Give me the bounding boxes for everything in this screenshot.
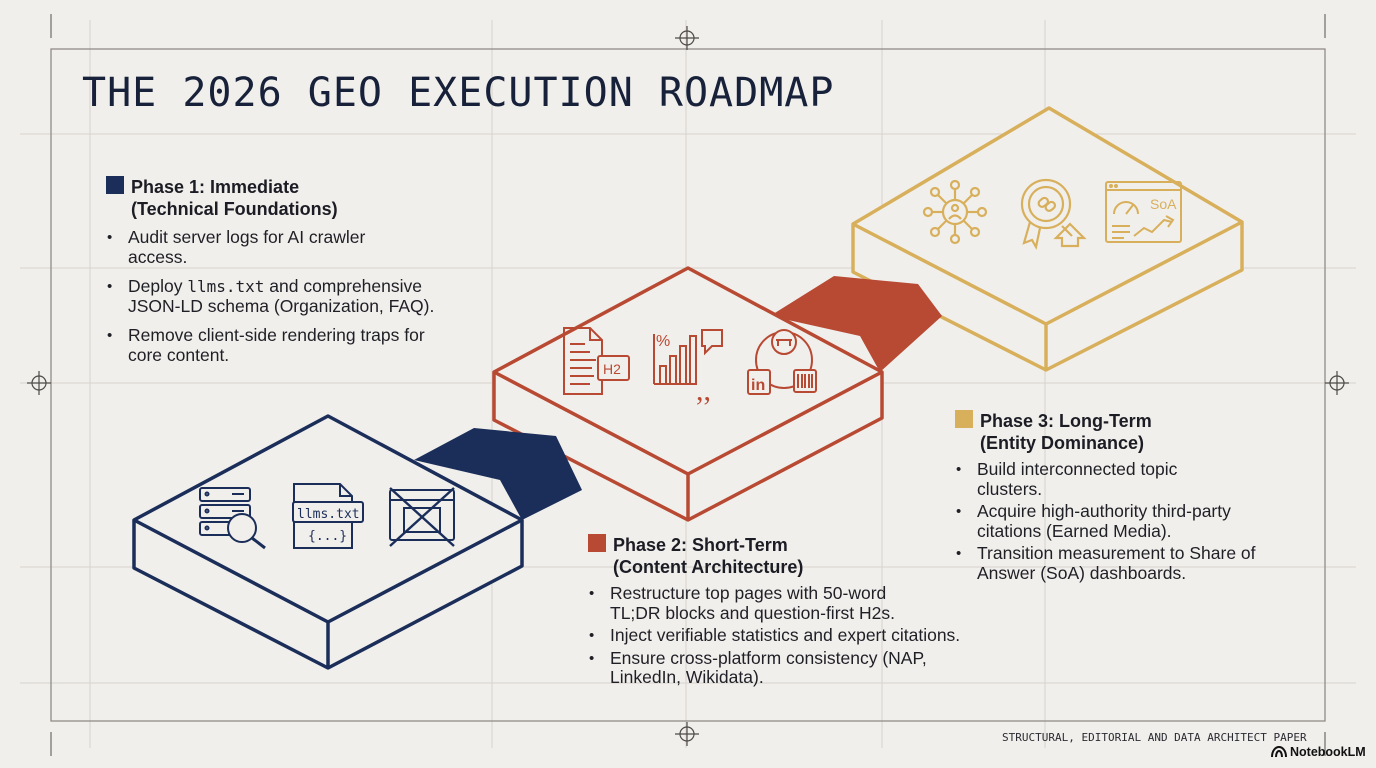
bullet-item: Ensure cross-platform consistency (NAP, …	[588, 648, 930, 688]
crosshair-top	[675, 26, 699, 50]
phase-1-color-square	[106, 176, 124, 194]
phase-2-title: Phase 2: Short-Term (Content Architectur…	[613, 535, 804, 577]
percent-label: %	[656, 333, 670, 350]
phase-2-bullets: Restructure top pages with 50-word TL;DR…	[588, 583, 1028, 688]
crosshair-bottom	[675, 722, 699, 746]
llms-file-label: llms.txt	[297, 507, 360, 522]
bullet-item: Remove client-side rendering traps for c…	[106, 325, 428, 365]
phase3-platform	[851, 106, 1244, 372]
quote-mark: ,,	[696, 374, 711, 407]
cross-platform-icon	[747, 329, 817, 395]
phase-1-title: Phase 1: Immediate (Technical Foundation…	[131, 177, 338, 219]
phase-3-color-square	[955, 410, 973, 428]
phase-2-block: Phase 2: Short-Term (Content Architectur…	[588, 534, 1028, 691]
phase-3-block: Phase 3: Long-Term (Entity Dominance) Bu…	[955, 410, 1285, 586]
crosshair-left	[27, 371, 51, 395]
frame-border	[50, 48, 1326, 722]
bullet-item: Restructure top pages with 50-word TL;DR…	[588, 583, 940, 623]
phase-1-block: Phase 1: Immediate (Technical Foundation…	[106, 176, 506, 375]
bullet-item: Audit server logs for AI crawler access.	[106, 227, 403, 267]
bullet-item: Deploy llms.txt and comprehensive JSON-L…	[106, 276, 458, 316]
h2-label: H2	[603, 361, 621, 377]
bullet-item: Transition measurement to Share of Answe…	[955, 543, 1277, 583]
frame-ticks	[50, 14, 1326, 756]
footer-caption: STRUCTURAL, EDITORIAL AND DATA ARCHITECT…	[1002, 731, 1307, 744]
bullet-item: Acquire high-authority third-party citat…	[955, 501, 1277, 541]
phase-2-color-square	[588, 534, 606, 552]
soa-dashboard-icon	[1105, 181, 1182, 243]
llms-file-braces: {...}	[308, 529, 347, 544]
bullet-item: Inject verifiable statistics and expert …	[588, 625, 1028, 646]
statistics-quote-icon	[653, 329, 723, 385]
crosshair-right	[1325, 371, 1349, 395]
server-search-icon	[199, 487, 266, 550]
phase-1-bullets: Audit server logs for AI crawler access.…	[106, 227, 506, 365]
brand-name: NotebookLM	[1290, 745, 1366, 759]
llms-txt-file-icon	[292, 483, 364, 549]
phase1-platform	[132, 414, 524, 670]
authority-badge-icon	[1020, 178, 1087, 251]
connector-arrow-1-2	[414, 428, 582, 520]
connector-arrow-2-3	[770, 276, 942, 372]
soa-label: SoA	[1150, 196, 1177, 212]
notebooklm-logo-icon	[1271, 746, 1287, 758]
bullet-item: Build interconnected topic clusters.	[955, 459, 1227, 499]
phase-3-bullets: Build interconnected topic clusters. Acq…	[955, 459, 1285, 583]
linkedin-label: in	[751, 377, 765, 394]
page-title: THE 2026 GEO EXECUTION ROADMAP	[82, 70, 835, 116]
topic-cluster-network-icon	[922, 179, 988, 245]
brand-watermark: NotebookLM	[1271, 745, 1366, 759]
phase-3-title: Phase 3: Long-Term (Entity Dominance)	[980, 411, 1152, 453]
blocked-browser-window-icon	[389, 487, 455, 547]
h2-document-icon	[563, 327, 630, 395]
